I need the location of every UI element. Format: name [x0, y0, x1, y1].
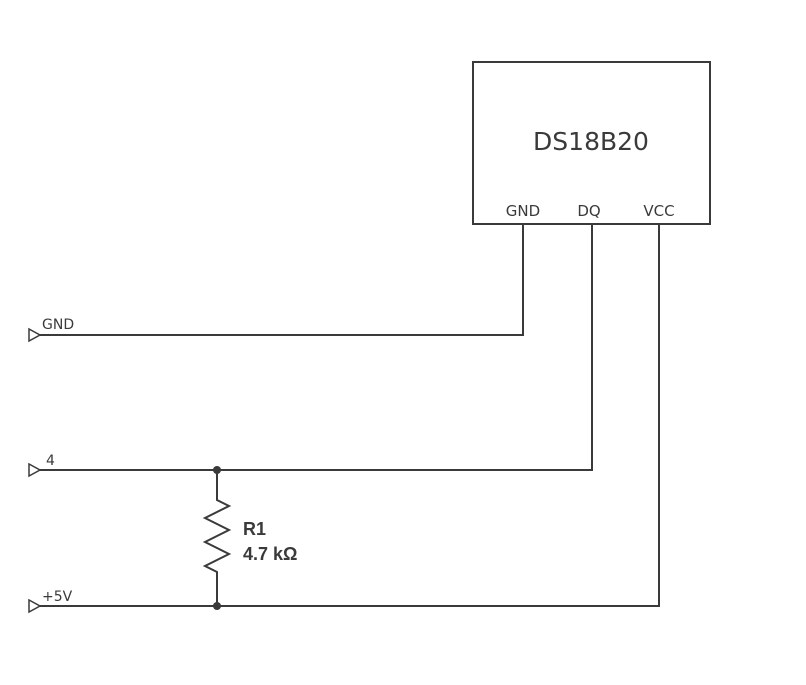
- port-arrow-icon: [28, 598, 42, 614]
- ds18b20-component: DS18B20 GND DQ VCC: [472, 61, 711, 225]
- net-port-power: +5V: [28, 589, 73, 614]
- wire-vcc: [40, 224, 660, 607]
- net-port-data: 4: [28, 453, 55, 478]
- chip-name: DS18B20: [533, 127, 649, 156]
- pin-label-vcc: VCC: [643, 202, 674, 220]
- resistor-symbol: [202, 470, 232, 606]
- resistor-ref: R1: [243, 519, 266, 539]
- wire-gnd: [40, 224, 524, 336]
- net-label-data: 4: [46, 453, 55, 469]
- net-port-gnd: GND: [28, 317, 74, 343]
- port-arrow-icon: [28, 327, 42, 343]
- pin-label-gnd: GND: [506, 202, 540, 220]
- pin-label-dq: DQ: [577, 202, 600, 220]
- junction-dot-data: [213, 466, 221, 474]
- resistor-value: 4.7 kΩ: [243, 544, 297, 564]
- port-arrow-icon: [28, 462, 42, 478]
- net-label-power: +5V: [42, 589, 73, 605]
- wire-dq: [40, 224, 593, 471]
- chip-body: [472, 61, 711, 225]
- resistor-r1: R1 4.7 kΩ: [202, 470, 297, 606]
- net-label-gnd: GND: [42, 317, 74, 333]
- junction-dot-power: [213, 602, 221, 610]
